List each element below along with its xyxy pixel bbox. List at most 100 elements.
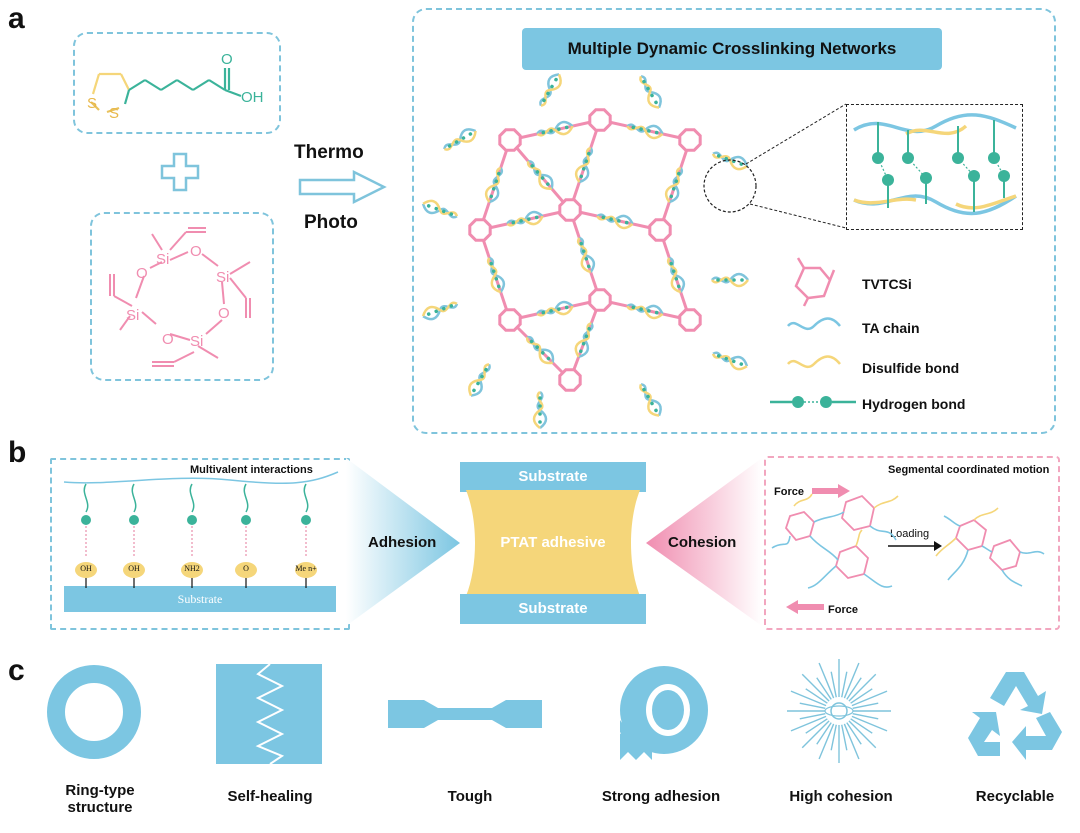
burst-ray bbox=[851, 715, 888, 732]
burst-orbit bbox=[824, 705, 854, 717]
feature-label: Strong adhesion bbox=[601, 788, 721, 805]
tvtcsi-node bbox=[678, 128, 702, 152]
burst-ray bbox=[790, 715, 827, 732]
sulfur-label: S bbox=[109, 105, 119, 122]
tvtcsi-node bbox=[498, 308, 522, 332]
adhesion-label: Adhesion bbox=[368, 534, 437, 551]
ta-helix bbox=[539, 73, 562, 107]
tvtcsi-node bbox=[468, 218, 492, 242]
crosslinking-network-illustration bbox=[421, 73, 749, 429]
feature-label: Recyclable bbox=[975, 788, 1055, 805]
anchor-bead bbox=[81, 515, 91, 525]
ta-helix bbox=[574, 146, 594, 184]
anchor-bead bbox=[301, 515, 311, 525]
burst-ray bbox=[852, 713, 879, 720]
substrate-bottom-label: Substrate bbox=[518, 600, 588, 617]
ta-helix bbox=[576, 236, 596, 274]
ta-helix bbox=[526, 336, 555, 365]
tvtcsi-icon bbox=[794, 257, 836, 307]
burst-ray bbox=[848, 720, 877, 749]
ta-helix bbox=[711, 272, 749, 288]
burst-ray bbox=[846, 677, 862, 700]
anchor-bead bbox=[129, 515, 139, 525]
tvtcsi-node bbox=[588, 288, 612, 312]
tvtcsi-node bbox=[588, 108, 612, 132]
ta-helix bbox=[484, 166, 504, 204]
adhesive-body bbox=[466, 490, 640, 596]
surface-group bbox=[123, 562, 145, 578]
recycle-icon bbox=[968, 672, 1062, 760]
substrate-top bbox=[460, 462, 646, 492]
tvtcsi-node bbox=[498, 128, 522, 152]
reaction-arrow-icon bbox=[298, 169, 387, 205]
panel-label-b: b bbox=[8, 436, 27, 469]
force-right-arrow-icon bbox=[812, 484, 850, 498]
ta-chain-icon bbox=[787, 317, 841, 331]
ta-helix bbox=[639, 75, 662, 109]
tough-icon bbox=[388, 700, 542, 728]
cohesion-label: Cohesion bbox=[668, 534, 737, 551]
panel-label-a: a bbox=[8, 2, 25, 35]
feature-label: Self-healing bbox=[227, 788, 313, 805]
burst-ray bbox=[816, 677, 832, 700]
multivalent-title: Multivalent interactions bbox=[190, 464, 313, 476]
thermo-label: Thermo bbox=[294, 142, 364, 163]
ta-helix bbox=[421, 199, 459, 219]
feature-label: Tough bbox=[447, 788, 493, 805]
ring-icon bbox=[47, 665, 141, 759]
surface-group bbox=[235, 562, 257, 578]
legend-label: Disulfide bond bbox=[862, 360, 960, 376]
anchor-bead bbox=[187, 515, 197, 525]
tvtcsi-node bbox=[678, 308, 702, 332]
burst-core bbox=[830, 702, 848, 720]
ta-helix bbox=[486, 256, 506, 294]
substrate-bottom bbox=[460, 594, 646, 624]
ta-helix bbox=[506, 210, 544, 227]
oxygen-label: O bbox=[221, 51, 233, 68]
surface-group bbox=[295, 562, 317, 578]
plus-icon bbox=[160, 152, 200, 192]
surface-group-label: NH2 bbox=[184, 564, 200, 573]
ta-helix bbox=[532, 391, 548, 429]
ta-helix bbox=[666, 256, 686, 294]
ta-helix bbox=[596, 213, 634, 230]
burst-ray bbox=[850, 718, 873, 734]
force-top-label: Force bbox=[774, 486, 804, 498]
zoom-detail-illustration bbox=[853, 113, 1017, 216]
burst-ray bbox=[790, 690, 827, 707]
si-label: Si bbox=[126, 307, 139, 324]
disulfide-icon bbox=[787, 355, 841, 369]
burst-ray bbox=[805, 718, 828, 734]
burst-ray bbox=[816, 722, 832, 745]
tvtcsi-node bbox=[558, 368, 582, 392]
o-label: O bbox=[190, 243, 202, 260]
burst-ray bbox=[851, 690, 888, 707]
substrate-left bbox=[64, 586, 336, 612]
burst-ray bbox=[852, 702, 879, 709]
ta-helix bbox=[536, 120, 574, 137]
si-label: Si bbox=[216, 269, 229, 286]
sulfur-label: S bbox=[87, 95, 97, 112]
substrate-top-label: Substrate bbox=[518, 468, 588, 485]
ta-helix bbox=[574, 321, 594, 359]
burst-ray bbox=[848, 673, 877, 702]
burst-ray bbox=[801, 673, 830, 702]
ta-helix bbox=[468, 363, 491, 397]
feature-label: Ring-type structure bbox=[65, 782, 135, 816]
surface-group bbox=[75, 562, 97, 578]
anchor-chain bbox=[131, 483, 137, 513]
hydrogen-bond-icon bbox=[770, 396, 856, 408]
multivalent-illustration bbox=[63, 471, 339, 588]
burst-ray bbox=[843, 723, 860, 760]
ta-helix bbox=[536, 300, 574, 317]
surface-group-label: O bbox=[243, 564, 249, 573]
burst-ray bbox=[846, 722, 862, 745]
burst-ray bbox=[843, 662, 860, 699]
substrate-left-label: Substrate bbox=[177, 592, 223, 606]
force-left-arrow-icon bbox=[786, 600, 824, 614]
ta-helix bbox=[711, 351, 749, 371]
ta-helix bbox=[626, 303, 664, 320]
zoom-detail-box bbox=[846, 104, 1023, 230]
legend-label: TA chain bbox=[862, 320, 920, 336]
hydroxyl-label: OH bbox=[241, 89, 264, 106]
